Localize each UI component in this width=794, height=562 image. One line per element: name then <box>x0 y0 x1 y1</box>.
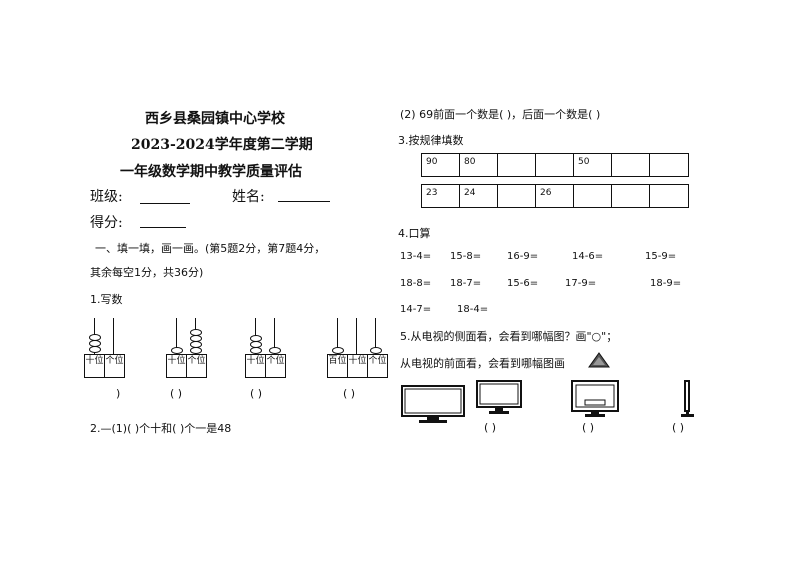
abacus-3-cell-ones: 个位 <box>266 356 285 366</box>
seq2-cell[interactable] <box>612 185 650 207</box>
name-field[interactable] <box>278 201 330 202</box>
seq1-cell[interactable] <box>498 154 536 176</box>
seq2-cell[interactable] <box>498 185 536 207</box>
seq2-cell[interactable] <box>574 185 612 207</box>
monitor-front-icon[interactable] <box>476 380 522 416</box>
oral-item[interactable]: 15-9= <box>645 251 677 262</box>
section1-heading: 一、填一填，画一画。(第5题2分，第7题4分， <box>95 242 326 255</box>
q1-label: 1.写数 <box>90 293 123 306</box>
monitor-back-icon[interactable] <box>571 380 619 418</box>
abacus-4-labels: 百位 十位 个位 <box>327 354 388 378</box>
seq1-cell: 50 <box>574 154 612 176</box>
abacus-3-answer[interactable]: ( ) <box>250 387 263 400</box>
class-field[interactable] <box>140 203 190 204</box>
term-title: 2023-2024学年度第二学期 <box>131 137 313 153</box>
abacus-4-answer[interactable]: ( ) <box>343 387 356 400</box>
q5-line2: 从电视的前面看，会看到哪幅图画 <box>400 357 565 370</box>
abacus-3-labels: 十位 个位 <box>245 354 286 378</box>
abacus-2-cell-ones: 个位 <box>187 356 206 366</box>
abacus-2-cell-tens: 十位 <box>167 355 187 377</box>
oral-item[interactable]: 18-7= <box>450 278 482 289</box>
abacus-3-cell-tens: 十位 <box>246 355 266 377</box>
oral-item[interactable]: 18-4= <box>457 304 489 315</box>
class-label: 班级: <box>90 189 123 205</box>
sequence-row-1: 90 80 50 <box>421 153 689 177</box>
section1-heading-cont: 其余每空1分，共36分) <box>90 266 204 279</box>
sequence-row-2: 23 24 26 <box>421 184 689 208</box>
abacus-2: 十位 个位 <box>166 318 208 378</box>
abacus-2-answer[interactable]: ( ) <box>170 387 183 400</box>
seq2-cell: 23 <box>422 185 460 207</box>
score-label: 得分: <box>90 215 123 231</box>
abacus-4: 百位 十位 个位 <box>327 318 388 378</box>
abacus-2-labels: 十位 个位 <box>166 354 207 378</box>
seq2-cell: 24 <box>460 185 498 207</box>
q3-label: 3.按规律填数 <box>398 134 464 147</box>
oral-item[interactable]: 13-4= <box>400 251 432 262</box>
oral-item[interactable]: 17-9= <box>565 278 597 289</box>
q2-part2: (2) 69前面一个数是( )，后面一个数是( ) <box>400 108 601 121</box>
name-label: 姓名: <box>232 189 265 205</box>
abacus-1: 十位 个位 <box>84 318 126 378</box>
oral-item[interactable]: 18-8= <box>400 278 432 289</box>
seq1-cell[interactable] <box>536 154 574 176</box>
seq1-cell: 90 <box>422 154 460 176</box>
oral-item[interactable]: 15-8= <box>450 251 482 262</box>
q5-blank-3[interactable]: ( ) <box>672 421 685 434</box>
pyramid-icon <box>588 352 610 368</box>
oral-item[interactable]: 14-6= <box>572 251 604 262</box>
q4-label: 4.口算 <box>398 227 431 240</box>
seq1-cell[interactable] <box>650 154 688 176</box>
abacus-4-cell-ones: 个位 <box>368 356 387 366</box>
seq2-cell: 26 <box>536 185 574 207</box>
abacus-3: 十位 个位 <box>245 318 287 378</box>
q5-line1: 5.从电视的侧面看，会看到哪幅图？画"○"； <box>400 330 618 343</box>
abacus-1-labels: 十位 个位 <box>84 354 125 378</box>
monitor-wide-icon[interactable] <box>401 385 465 425</box>
seq2-cell[interactable] <box>650 185 688 207</box>
abacus-1-answer[interactable]: ) <box>116 387 121 400</box>
oral-item[interactable]: 14-7= <box>400 304 432 315</box>
seq1-cell: 80 <box>460 154 498 176</box>
score-field[interactable] <box>140 227 186 228</box>
abacus-4-cell-tens: 十位 <box>348 355 368 377</box>
q5-blank-2[interactable]: ( ) <box>582 421 595 434</box>
oral-item[interactable]: 18-9= <box>650 278 682 289</box>
abacus-4-cell-hundreds: 百位 <box>328 355 348 377</box>
abacus-1-cell-tens: 十位 <box>85 355 105 377</box>
monitor-side-icon[interactable] <box>678 380 698 418</box>
school-name: 西乡县桑园镇中心学校 <box>145 111 285 127</box>
seq1-cell[interactable] <box>612 154 650 176</box>
q5-blank-1[interactable]: ( ) <box>484 421 497 434</box>
q2-part1: 2.—(1)( )个十和( )个一是48 <box>90 422 232 435</box>
oral-item[interactable]: 16-9= <box>507 251 539 262</box>
abacus-1-cell-ones: 个位 <box>105 356 124 366</box>
exam-title: 一年级数学期中教学质量评估 <box>120 164 302 180</box>
oral-item[interactable]: 15-6= <box>507 278 539 289</box>
